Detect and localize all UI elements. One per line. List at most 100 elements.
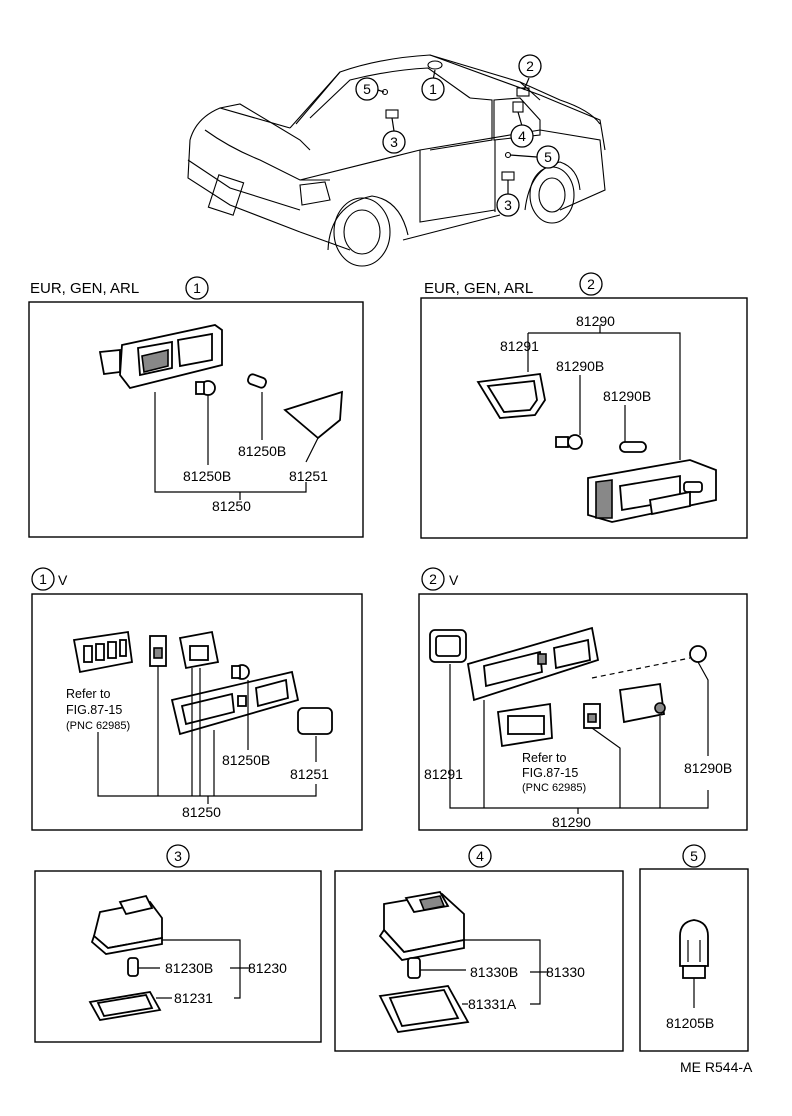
panel-2v-suffix: V [449, 572, 459, 588]
panel-3-header: 3 [166, 844, 190, 868]
panel-1v-switch-block [72, 630, 134, 674]
panel-2-lamp-housing [587, 459, 717, 523]
panel-4-header: 4 [468, 844, 492, 868]
panel-1-part-81250b-b: 81250B [238, 443, 286, 459]
panel-4-key: 4 [476, 848, 484, 864]
panel-3-key: 3 [174, 848, 182, 864]
overview-callout-2-text: 2 [526, 58, 534, 74]
panel-4-frame [334, 870, 624, 1052]
panel-3-part-81230b: 81230B [165, 960, 213, 976]
panel-3-leaders [138, 939, 250, 999]
panel-4-leaders [420, 939, 548, 1005]
panel-4-part-81330b: 81330B [470, 964, 518, 980]
panel-2v-housing [466, 626, 600, 702]
panel-1-lens [283, 390, 343, 440]
panel-2-leaders [527, 325, 681, 460]
panel-2v-refer-line2: FIG.87-15 [522, 766, 578, 780]
panel-1-bulb-b [247, 373, 267, 389]
panel-1v-lens [297, 707, 333, 735]
panel-4-part-81331a: 81331A [468, 996, 517, 1012]
panel-5-part-81205b: 81205B [666, 1015, 714, 1031]
panel-1-header: EUR, GEN, ARL 1 [30, 276, 209, 300]
panel-2-key: 2 [587, 276, 595, 292]
overview-callout-3a-text: 3 [390, 134, 398, 150]
overview-callout-2: 2 [518, 54, 542, 78]
overview-callout-4-text: 4 [518, 128, 526, 144]
panel-1v-key: 1 [39, 571, 47, 587]
panel-5-key: 5 [690, 848, 698, 864]
overview-callout-1: 1 [421, 77, 445, 101]
panel-2-part-81290b-b: 81290B [603, 388, 651, 404]
panel-1v-housing [170, 670, 300, 736]
overview-callout-3b: 3 [496, 193, 520, 217]
panel-1v-refer-line3: (PNC 62985) [66, 720, 130, 732]
overview-callout-5a: 5 [355, 77, 379, 101]
panel-2-bulb-a [555, 434, 583, 450]
panel-1v-refer-line2: FIG.87-15 [66, 703, 122, 717]
panel-3-gasket [88, 991, 162, 1021]
panel-2v-switch-block [497, 702, 553, 748]
panel-1v-frame [31, 593, 363, 831]
panel-2v-leaders [449, 661, 709, 814]
overview-callout-4: 4 [510, 124, 534, 148]
panel-2v-connector [583, 703, 601, 729]
panel-2-lens [476, 372, 546, 419]
overview-callout-5b: 5 [536, 145, 560, 169]
panel-2v-bulb [689, 645, 707, 663]
panel-3-part-81230: 81230 [248, 960, 287, 976]
panel-2v-socket [618, 682, 666, 724]
panel-1v-socket [178, 630, 220, 670]
panel-2-part-81291: 81291 [500, 338, 539, 354]
overview-callout-3a: 3 [382, 130, 406, 154]
panel-2v-lens [429, 629, 467, 663]
panel-2v-part-81290: 81290 [552, 814, 591, 830]
panel-1-part-81251: 81251 [289, 468, 328, 484]
panel-1-region: EUR, GEN, ARL [30, 280, 139, 297]
panel-1-bulb-a [195, 380, 216, 396]
panel-3-lamp-assembly [90, 894, 163, 955]
panel-1-leaders [154, 392, 319, 500]
panel-2-frame [420, 297, 748, 539]
panel-1v-leaders [97, 666, 317, 804]
panel-1v-connector [149, 635, 167, 667]
panel-4-gasket [378, 985, 470, 1033]
panel-2v-header: 2 V [421, 567, 459, 591]
panel-1-frame [28, 301, 364, 538]
panel-1v-part-81250: 81250 [182, 804, 221, 820]
panel-4-bulb [407, 957, 421, 979]
panel-1v-bulb [231, 664, 250, 680]
panel-2-bulb-b [619, 441, 647, 453]
panel-3-bulb [127, 957, 139, 977]
panel-5-wedge-bulb [679, 919, 709, 1008]
panel-5-frame [639, 868, 749, 1052]
drawing-code: ME R544-A [680, 1059, 753, 1075]
panel-2v-part-81290b: 81290B [684, 760, 732, 776]
panel-1-key: 1 [193, 280, 201, 296]
panel-2-part-81290: 81290 [576, 313, 615, 329]
panel-3-frame [34, 870, 322, 1043]
panel-1-part-81250b-a: 81250B [183, 468, 231, 484]
panel-2v-refer-line1: Refer to [522, 751, 567, 765]
panel-2-part-81290b-a: 81290B [556, 358, 604, 374]
panel-2-header: EUR, GEN, ARL 2 [424, 272, 603, 297]
panel-2-region: EUR, GEN, ARL [424, 280, 533, 297]
panel-1v-suffix: V [58, 572, 68, 588]
panel-4-lamp-assembly [378, 891, 465, 961]
panel-1v-part-81250b: 81250B [222, 752, 270, 768]
panel-2v-dashed-guide [591, 657, 691, 679]
panel-2v-frame [418, 593, 748, 831]
panel-2v-part-81291: 81291 [424, 766, 463, 782]
panel-3-part-81231: 81231 [174, 990, 213, 1006]
overview-callout-5b-text: 5 [544, 149, 552, 165]
panel-2v-key: 2 [429, 571, 437, 587]
panel-1-lamp-housing [98, 324, 223, 390]
overview-callout-3b-text: 3 [504, 197, 512, 213]
panel-1v-part-81251: 81251 [290, 766, 329, 782]
overview-callout-5a-text: 5 [363, 81, 371, 97]
panel-5-header: 5 [682, 844, 706, 868]
panel-1-part-81250: 81250 [212, 498, 251, 514]
panel-4-part-81330: 81330 [546, 964, 585, 980]
panel-1v-refer-line1: Refer to [66, 687, 111, 701]
overview-callout-1-text: 1 [429, 81, 437, 97]
